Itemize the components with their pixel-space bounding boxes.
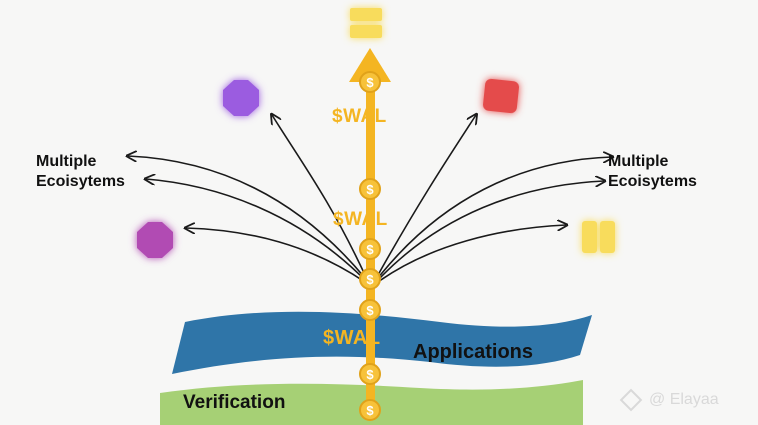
- svg-text:$: $: [366, 75, 374, 90]
- svg-text:$: $: [366, 403, 374, 418]
- svg-text:$: $: [366, 182, 374, 197]
- coin: $: [359, 238, 381, 260]
- yellow-tiles-icon: [582, 221, 615, 253]
- arrow-right-4: [377, 225, 566, 283]
- coin: $: [359, 178, 381, 200]
- coin-stack: $ $ $ $ $ $ $: [359, 71, 381, 421]
- arrow-left-2: [128, 156, 366, 279]
- arrow-right-2: [377, 157, 612, 279]
- token-label-top: $WAL: [332, 106, 387, 127]
- svg-text:$: $: [366, 272, 374, 287]
- svg-text:$: $: [366, 303, 374, 318]
- arrow-right-3: [377, 181, 604, 281]
- svg-text:$: $: [366, 367, 374, 382]
- arrow-left-4: [186, 228, 366, 283]
- right-ecosystem-arrows: [377, 115, 612, 283]
- verification-label: Verification: [183, 392, 286, 413]
- coin: $: [359, 399, 381, 421]
- arrow-right-1: [377, 115, 476, 276]
- arrow-left-3: [146, 179, 366, 281]
- ecosystems-label-left: Multiple Ecoisytems: [36, 153, 125, 190]
- watermark: @ Elayaa: [619, 388, 719, 412]
- magenta-octagon-icon: [137, 222, 173, 258]
- top-block-icon: [350, 8, 382, 38]
- token-label-middle: $WAL: [333, 209, 388, 230]
- left-ecosystem-arrows: [128, 115, 366, 283]
- coin: $: [359, 299, 381, 321]
- purple-octagon-icon: [223, 80, 259, 116]
- coin: $: [359, 71, 381, 93]
- diamond-icon: [619, 388, 643, 412]
- applications-band: [172, 311, 592, 374]
- applications-label: Applications: [413, 341, 534, 363]
- coin: $: [359, 268, 381, 290]
- arrow-left-1: [272, 115, 366, 276]
- watermark-text: @ Elayaa: [649, 391, 719, 408]
- token-arrowhead: [349, 48, 391, 82]
- token-label-bottom: $WAL: [323, 327, 381, 349]
- coin: $: [359, 363, 381, 385]
- ecosystems-label-right: Multiple Ecoisytems: [608, 153, 697, 190]
- svg-text:$: $: [366, 242, 374, 257]
- red-square-icon: [483, 78, 519, 114]
